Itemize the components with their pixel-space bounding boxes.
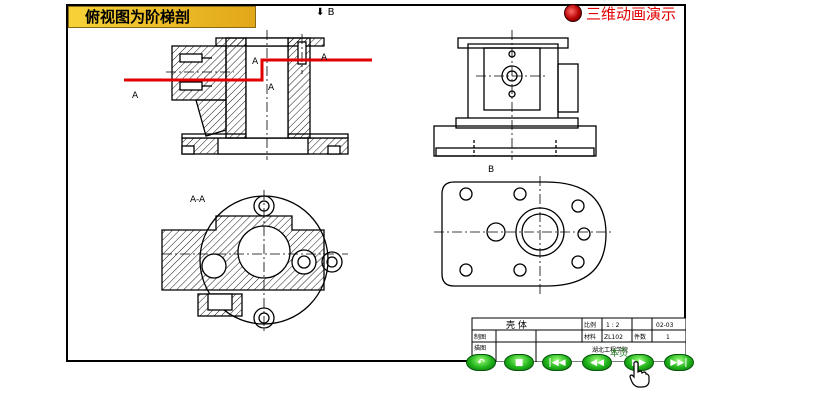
last-page-icon: ▶▶| (670, 357, 688, 368)
drawing-frame (66, 4, 686, 362)
nav-last-button[interactable]: ▶▶| (664, 354, 694, 371)
tb-school: 湖北工程学院 (592, 346, 628, 354)
section-cut-line (124, 58, 372, 82)
label-section-center: A (268, 83, 275, 93)
nav-page-label: 本页 (610, 349, 629, 359)
title-block (471, 317, 686, 362)
next-page-icon: ▶▶ (632, 357, 646, 368)
prev-page-icon: ◀◀ (590, 357, 604, 368)
home-icon: ■ (514, 357, 524, 368)
nav-first-button[interactable]: |◀◀ (542, 354, 572, 371)
navigation-bar: ↶ ■ |◀◀ ◀◀ ▶▶ ▶▶| 本页 (466, 349, 698, 374)
label-section-mid: A (252, 57, 259, 67)
first-page-icon: |◀◀ (548, 357, 566, 368)
tb-material-value: ZL102 (604, 334, 623, 341)
tb-qty-label: 件数 (634, 333, 646, 341)
tb-part-name: 壳 体 (506, 319, 527, 331)
top-section-view (161, 195, 343, 329)
nav-prev-button[interactable]: ◀◀ (582, 354, 612, 371)
tb-scale-value: 1 : 2 (606, 322, 620, 329)
tb-drawing-no: 02-03 (656, 322, 674, 329)
arrow-down-icon: ⬇ (316, 7, 325, 18)
nav-home-button[interactable]: ■ (504, 354, 534, 371)
tb-scale-label: 比例 (584, 321, 596, 329)
record-icon (564, 4, 582, 22)
animation-demo-link[interactable]: 三维动画演示 (564, 3, 676, 23)
label-view-b: B (488, 165, 494, 175)
tb-qty-value: 1 (666, 334, 670, 341)
nav-next-button[interactable]: ▶▶ (624, 354, 654, 371)
label-section-right: A (321, 53, 328, 63)
tb-checked-label: 描图 (474, 344, 486, 352)
tb-material-label: 材料 (584, 333, 596, 341)
hand-pointer-icon (629, 361, 650, 388)
engineering-drawing: A A A A B A-A 壳 体 比例 1 : 2 02-03 材料 ZL10… (124, 30, 686, 362)
return-icon: ↶ (477, 357, 485, 368)
slide-title: 俯视图为阶梯剖 (68, 6, 256, 28)
animation-demo-label: 三维动画演示 (586, 4, 677, 23)
view-marker-b-label: B (327, 7, 335, 18)
tb-drawn-label: 制图 (474, 333, 486, 341)
nav-return-button[interactable]: ↶ (466, 354, 496, 371)
label-section-left: A (132, 91, 139, 101)
view-b (441, 181, 607, 287)
view-marker-b: ⬇ B (316, 7, 334, 18)
label-view-aa: A-A (190, 195, 206, 205)
side-view (433, 37, 597, 157)
